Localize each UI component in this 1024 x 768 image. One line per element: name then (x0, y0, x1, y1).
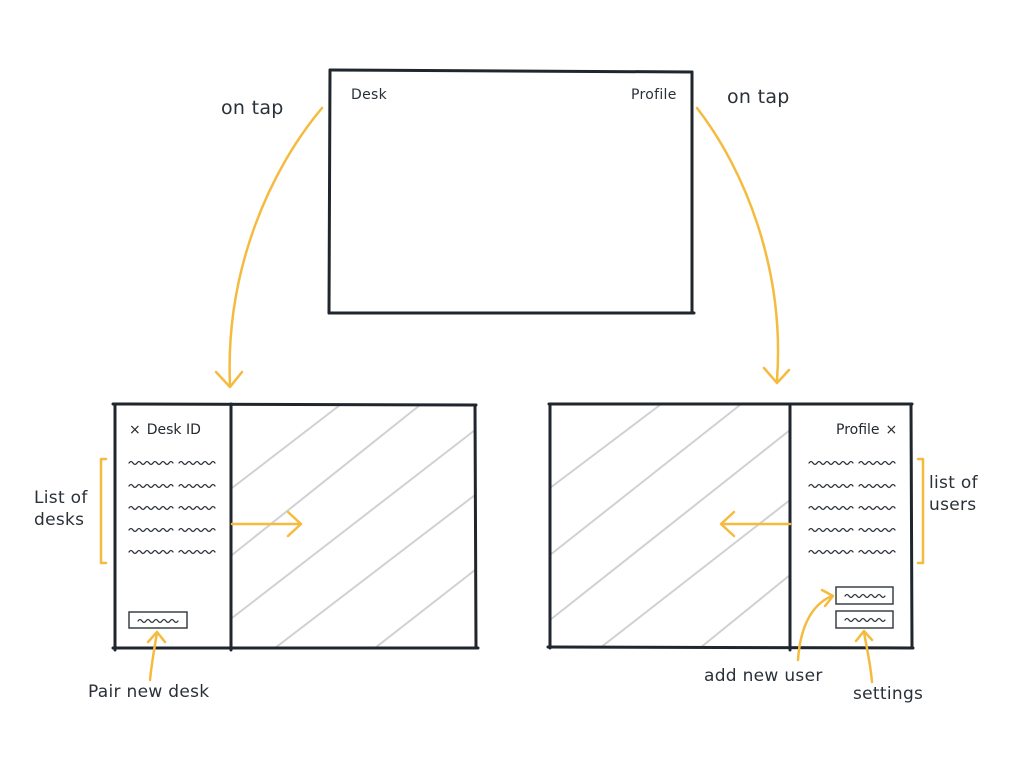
user-list (808, 460, 896, 555)
top-screen-frame (327, 68, 696, 315)
desk-list (128, 460, 216, 555)
settings-annotation: settings (853, 684, 924, 704)
pair-new-desk-button[interactable] (128, 611, 188, 629)
transition-arrow-right (695, 106, 780, 382)
desk-panel-close-icon[interactable]: × (129, 422, 141, 438)
desk-screen-frame (111, 402, 480, 652)
add-new-user-annotation: add new user (704, 666, 823, 686)
desk-list-bracket (99, 457, 108, 565)
transition-label-left: on tap (221, 97, 284, 119)
settings-button[interactable] (835, 610, 894, 629)
pair-new-desk-annotation: Pair new desk (88, 682, 210, 702)
add-new-user-button[interactable] (835, 586, 894, 605)
top-screen-profile-tab[interactable]: Profile (631, 87, 677, 103)
desk-list-annotation: List of desks (34, 488, 88, 530)
top-screen-desk-tab[interactable]: Desk (351, 87, 387, 103)
transition-arrow-left (228, 106, 324, 387)
transition-label-right: on tap (727, 86, 790, 108)
profile-panel-close-icon[interactable]: × (885, 422, 898, 438)
user-list-bracket (916, 457, 925, 565)
user-list-annotation: list of users (929, 473, 978, 515)
profile-panel-title: Profile (836, 422, 880, 438)
desk-panel-title: Desk ID (146, 422, 201, 438)
